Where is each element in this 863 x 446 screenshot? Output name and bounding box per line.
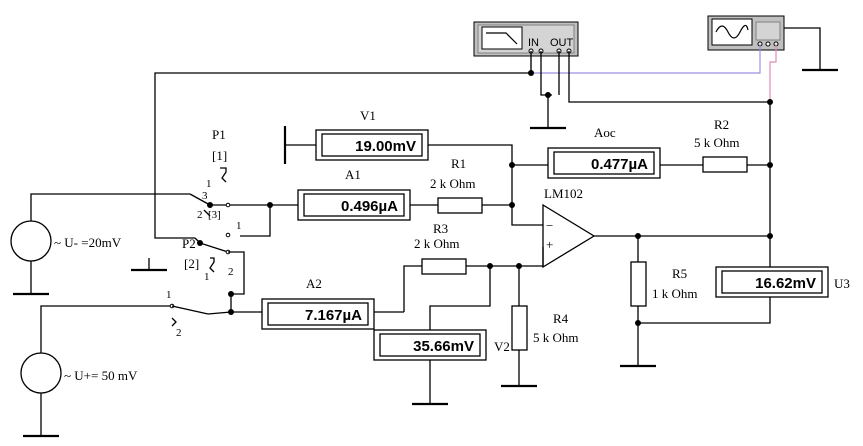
r2-label: R2: [714, 117, 729, 132]
ammeter-aoc: Aoc 0.477µA: [547, 125, 661, 179]
opamp-minus: −: [546, 218, 553, 233]
svg-text:2: 2: [176, 327, 182, 339]
v2-label: V2: [494, 339, 510, 354]
bode-curve-icon: [486, 32, 518, 45]
p1-label: P1: [212, 127, 226, 142]
ammeter-a1: A1 0.496µA: [297, 167, 411, 221]
r4-label: R4: [553, 311, 569, 326]
source-u-minus: ~ U- =20mV: [10, 220, 122, 262]
resistor-r1: R1 2 k Ohm: [430, 156, 483, 214]
voltmeter-v1: V1 19.00mV: [283, 108, 513, 165]
resistor-r4: R4 5 k Ohm: [511, 305, 579, 351]
v1-reading: 19.00mV: [355, 138, 416, 155]
r3-value: 2 k Ohm: [414, 236, 460, 251]
r5-value: 1 k Ohm: [652, 286, 698, 301]
probe-line-b: [769, 44, 777, 100]
opamp-lm102: LM102 − +: [542, 186, 596, 269]
svg-text:1: 1: [206, 178, 212, 190]
opamp-plus: +: [546, 237, 553, 252]
a2-reading: 7.167µA: [305, 307, 362, 324]
ammeter-a2: A2 7.167µA: [261, 276, 375, 330]
resistor-r2: R2 5 k Ohm: [694, 117, 748, 173]
bode-plotter[interactable]: IN OUT: [473, 21, 579, 57]
source-u-plus: ~ U+= 50 mV: [20, 352, 138, 394]
svg-text:2: 2: [228, 266, 234, 278]
r1-label: R1: [451, 156, 466, 171]
svg-text:3: 3: [202, 190, 208, 202]
r4-value: 5 k Ohm: [533, 330, 579, 345]
u3-reading: 16.62mV: [755, 275, 816, 292]
p2-key: [2]: [184, 256, 199, 271]
a2-label: A2: [306, 276, 322, 291]
a1-reading: 0.496µA: [341, 198, 398, 215]
r2-value: 5 k Ohm: [694, 135, 740, 150]
r5-label: R5: [672, 266, 687, 281]
v2-reading: 35.66mV: [413, 338, 474, 355]
a1-label: A1: [345, 167, 361, 182]
r3-label: R3: [433, 221, 448, 236]
svg-text:1: 1: [204, 271, 210, 283]
resistor-r5: R5 1 k Ohm: [630, 261, 698, 307]
r1-value: 2 k Ohm: [430, 176, 476, 191]
switch-p3[interactable]: 1 2: [166, 289, 232, 339]
u-minus-label: ~ U- =20mV: [54, 235, 122, 250]
u3-label: U3: [834, 276, 850, 291]
switch-p1[interactable]: P1 [1] 1 3 2 [3] 1: [189, 127, 270, 238]
svg-text:1: 1: [236, 220, 242, 232]
p2-label: P2: [182, 236, 196, 251]
bode-screen: [481, 26, 523, 50]
resistor-r3: R3 2 k Ohm: [414, 221, 467, 275]
oscilloscope[interactable]: [707, 15, 785, 51]
svg-text:2: 2: [197, 209, 203, 221]
voltmeter-u3: 16.62mV U3: [715, 266, 850, 298]
aoc-reading: 0.477µA: [591, 156, 648, 173]
scope-ground: [784, 27, 838, 72]
sine-wave-icon: [715, 24, 749, 39]
switch-p2[interactable]: P2 [2] 1 2: [182, 236, 245, 297]
scope-screen: [711, 18, 753, 46]
aoc-label: Aoc: [594, 125, 616, 140]
svg-text:1: 1: [166, 289, 172, 301]
opamp-label: LM102: [544, 186, 583, 201]
voltmeter-v2: 35.66mV V2: [373, 329, 510, 361]
v1-label: V1: [360, 108, 376, 123]
bode-in-label: IN: [528, 37, 539, 49]
p1-key: [1]: [212, 148, 227, 163]
svg-text:[3]: [3]: [208, 209, 221, 221]
bode-out-label: OUT: [550, 37, 574, 49]
u-plus-label: ~ U+= 50 mV: [64, 368, 138, 383]
